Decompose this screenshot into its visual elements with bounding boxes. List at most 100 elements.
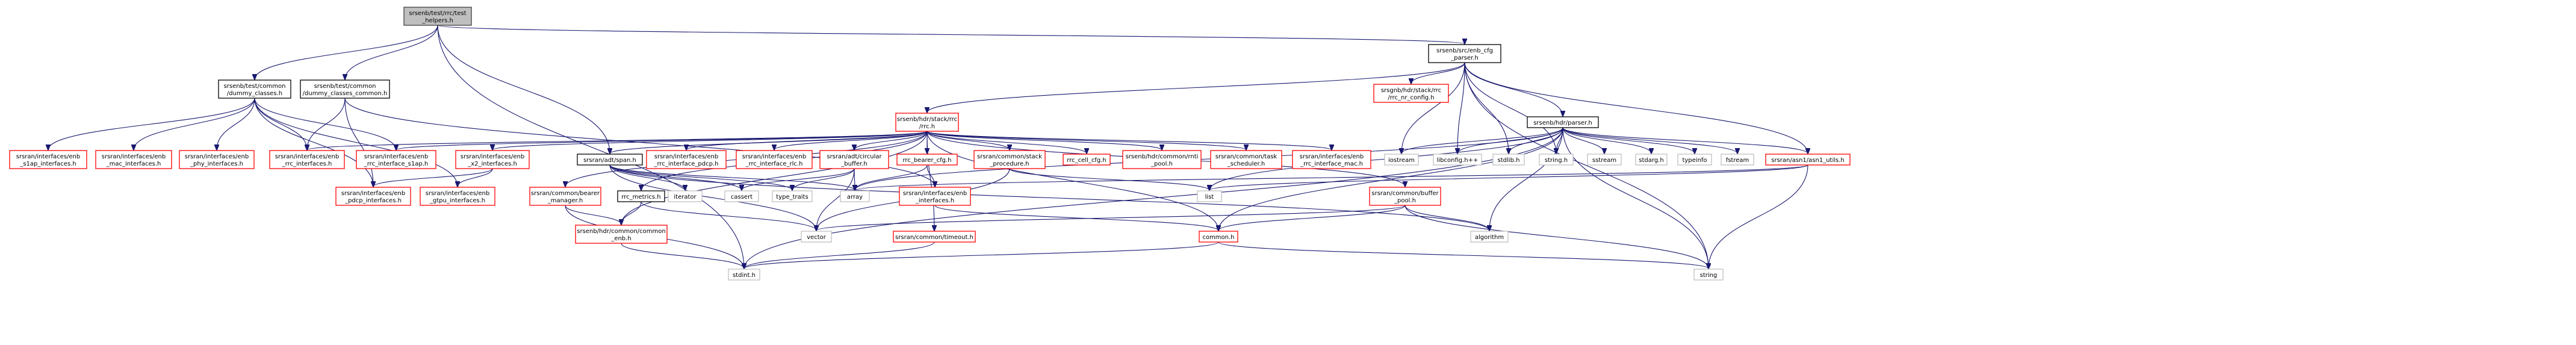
edge-dummy_classes_common-to-pdcp_interfaces: [344, 98, 373, 187]
node-rrc_cell_cfg[interactable]: rrc_cell_cfg.h: [1063, 154, 1111, 166]
edge-enb_cfg_parser-to-iostream: [1401, 62, 1465, 154]
node-label: common.h: [1202, 234, 1234, 241]
node-label: srsran/interfaces/enb: [341, 190, 406, 197]
node-mac_interfaces[interactable]: srsran/interfaces/enb_mac_interfaces.h: [95, 150, 172, 169]
node-box: [1721, 154, 1754, 166]
edge-parser_h-to-fstream: [1562, 127, 1737, 154]
node-label: srsenb/src/enb_cfg: [1436, 48, 1493, 54]
edge-rrc_h-to-timeout: [926, 131, 934, 231]
node-enb_interfaces[interactable]: srsran/interfaces/enb_interfaces.h: [899, 187, 971, 206]
node-label: srsran/common/buffer: [1371, 190, 1439, 197]
edge-common_h-to-string: [1218, 241, 1709, 269]
node-box: [575, 225, 668, 244]
edge-dummy_classes-to-mac_interfaces: [134, 98, 255, 150]
node-label: _procedure.h: [989, 161, 1029, 167]
node-buffer_pool[interactable]: srsran/common/buffer_pool.h: [1369, 187, 1441, 206]
node-label: srsran/interfaces/enb: [426, 190, 490, 197]
node-dummy_classes[interactable]: srsenb/test/common/dummy_classes.h: [218, 79, 291, 99]
node-x2_interfaces[interactable]: srsran/interfaces/enb_x2_interfaces.h: [455, 150, 530, 169]
edge-root-to-enb_cfg_parser: [437, 25, 1465, 44]
node-label: srsenb/hdr/common/rnti: [1126, 154, 1199, 160]
node-label: vector: [807, 234, 827, 241]
edge-rrc_h-to-circular_buffer: [854, 131, 928, 150]
node-dummy_classes_common[interactable]: srsenb/test/common/dummy_classes_common.…: [300, 79, 390, 99]
node-box: [1433, 154, 1482, 166]
node-label: _interfaces.h: [915, 197, 954, 204]
node-box: [840, 190, 870, 202]
node-label: srsenb/hdr/stack/rrc: [897, 116, 957, 123]
node-string: string: [1693, 269, 1724, 281]
node-pdcp_interfaces[interactable]: srsran/interfaces/enb_pdcp_interfaces.h: [335, 187, 411, 206]
node-rrc_bearer_cfg[interactable]: rrc_bearer_cfg.h: [896, 154, 958, 166]
node-common_h[interactable]: common.h: [1199, 231, 1238, 243]
node-enb_cfg_parser[interactable]: srsenb/src/enb_cfg_parser.h: [1428, 44, 1501, 63]
edge-enb_cfg_parser-to-rrc_nr_config: [1411, 62, 1465, 84]
node-label: srsran/adt/circular: [827, 154, 882, 160]
node-algorithm: algorithm: [1470, 231, 1509, 243]
edge-circular_buffer-to-type_traits: [792, 168, 855, 190]
node-root[interactable]: srsenb/test/rrc/test_helpers.h: [403, 7, 472, 26]
edge-parser_h-to-string: [1562, 127, 1709, 269]
node-box: [1677, 154, 1712, 166]
edge-span_h-to-algorithm: [609, 164, 1489, 231]
node-label: type_traits: [776, 194, 808, 200]
node-type_traits: type_traits: [772, 190, 813, 202]
node-rrc_metrics[interactable]: rrc_metrics.h: [617, 190, 665, 202]
node-task_scheduler[interactable]: srsran/common/task_scheduler.h: [1210, 150, 1282, 169]
node-phy_interfaces[interactable]: srsran/interfaces/enb_phy_interfaces.h: [179, 150, 255, 169]
edge-span_h-to-vector: [609, 164, 816, 231]
node-label: _rrc_interface_rlc.h: [745, 161, 803, 167]
edge-circular_buffer-to-vector: [816, 168, 855, 231]
node-label: srsran/interfaces/enb: [654, 154, 719, 160]
edge-rrc_h-to-common_h: [926, 131, 1218, 231]
node-label: /dummy_classes_common.h: [303, 90, 388, 97]
edge-parser_h-to-asn1_utils: [1562, 127, 1808, 154]
edge-enb_cfg_parser-to-rrc_h: [927, 62, 1465, 113]
edge-rrc_h-to-rrc_pool: [926, 131, 1162, 150]
node-box: [899, 187, 971, 206]
node-stack_procedure[interactable]: srsran/common/stack_procedure.h: [973, 150, 1046, 169]
node-rrc_interface_pdcp[interactable]: srsran/interfaces/enb_rrc_interface_pdcp…: [646, 150, 727, 169]
node-box: [973, 150, 1046, 169]
node-box: [1210, 150, 1282, 169]
node-rrc_nr_config[interactable]: srsgnb/hdr/stack/rrc/rrc_nr_config.h: [1373, 84, 1449, 103]
node-label: srsran/interfaces/enb: [275, 154, 340, 160]
node-cassert: cassert: [724, 190, 759, 202]
node-common_enb[interactable]: srsenb/hdr/common/common_enb.h: [575, 225, 668, 244]
node-label: iostream: [1388, 157, 1415, 164]
node-box: [300, 79, 390, 99]
node-label: iterator: [674, 194, 697, 200]
node-box: [9, 150, 87, 169]
node-box: [646, 150, 727, 169]
node-s1ap_interfaces[interactable]: srsran/interfaces/enb_s1ap_interfaces.h: [9, 150, 87, 169]
node-label: _rrc_interface_pdcp.h: [654, 161, 719, 167]
node-rrc_interface_mac[interactable]: srsran/interfaces/enb_rrc_interface_mac.…: [1292, 150, 1371, 169]
node-timeout[interactable]: srsran/common/timeout.h: [893, 231, 976, 243]
node-rrc_h[interactable]: srsenb/hdr/stack/rrc/rrc.h: [895, 113, 959, 132]
node-rrc_interface_s1ap[interactable]: srsran/interfaces/enb_rrc_interface_s1ap…: [356, 150, 436, 169]
nodes-layer: srsenb/test/rrc/test_helpers.h srsenb/src…: [9, 7, 1851, 281]
node-label: _pool.h: [1394, 197, 1416, 204]
node-parser_h[interactable]: srsenb/hdr/parser.h: [1527, 116, 1599, 128]
node-label: string.h: [1545, 157, 1568, 164]
node-box: [1587, 154, 1622, 166]
node-span_h[interactable]: srsran/adt/span.h: [577, 154, 643, 166]
node-label: srsenb/test/common: [224, 83, 286, 90]
node-rrc_interface_rlc[interactable]: srsran/interfaces/enb_rrc_interface_rlc.…: [736, 150, 813, 169]
node-gtpu_interfaces[interactable]: srsran/interfaces/enb_gtpu_interfaces.h: [420, 187, 495, 206]
node-bearer_manager[interactable]: srsran/common/bearer_manager.h: [529, 187, 601, 206]
node-label: _rrc_interfaces.h: [282, 161, 332, 167]
node-box: [1635, 154, 1668, 166]
node-asn1_utils[interactable]: srsran/asn1/asn1_utils.h: [1765, 154, 1851, 166]
edge-dummy_classes-to-rrc_interfaces: [254, 98, 307, 150]
node-circular_buffer[interactable]: srsran/adt/circular_buffer.h: [819, 150, 889, 169]
node-rrc_pool[interactable]: srsenb/hdr/common/rnti_pool.h: [1122, 150, 1202, 169]
edge-root-to-dummy_classes_common: [345, 25, 438, 79]
edge-span_h-to-array: [609, 164, 855, 190]
node-rrc_interfaces[interactable]: srsran/interfaces/enb_rrc_interfaces.h: [269, 150, 345, 169]
node-label: srsran/adt/span.h: [583, 157, 636, 164]
node-label: srsenb/test/common: [314, 83, 376, 90]
node-label: srsran/interfaces/enb: [903, 190, 967, 197]
node-box: [1369, 187, 1441, 206]
node-box: [1693, 269, 1724, 281]
